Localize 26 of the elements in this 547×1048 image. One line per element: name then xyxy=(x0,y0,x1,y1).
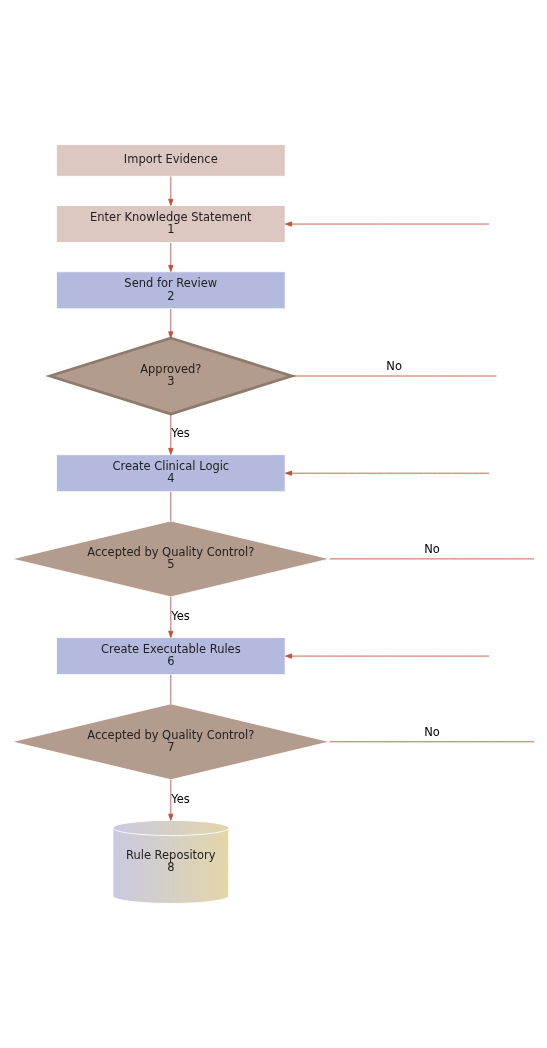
connector xyxy=(170,674,172,705)
arrow xyxy=(168,413,174,455)
arrow xyxy=(168,779,174,821)
edge-label: No xyxy=(424,724,440,739)
connector xyxy=(170,491,172,522)
node-box: Import Evidence xyxy=(55,144,286,177)
edge-label: Yes xyxy=(171,609,190,624)
arrow xyxy=(285,470,490,476)
arrow xyxy=(168,596,174,638)
connector xyxy=(291,375,497,377)
arrow xyxy=(168,176,174,206)
edge-label: No xyxy=(424,542,440,557)
edge-label: Yes xyxy=(171,426,190,441)
node-box: Create Clinical Logic 4 xyxy=(55,454,286,493)
arrow xyxy=(285,653,490,659)
edge-label: Yes xyxy=(171,792,190,807)
node-diamond: Accepted by Quality Control? 7 xyxy=(11,703,331,781)
node-box: Send for Review 2 xyxy=(55,271,286,310)
edge-label: No xyxy=(386,359,402,374)
node-box: Create Executable Rules 6 xyxy=(55,637,286,676)
connector xyxy=(329,741,535,743)
arrow xyxy=(168,308,174,339)
arrow xyxy=(168,242,174,272)
node-diamond: Accepted by Quality Control? 5 xyxy=(11,520,331,598)
arrow xyxy=(285,221,490,227)
node-box: Enter Knowledge Statement 1 xyxy=(55,205,286,244)
